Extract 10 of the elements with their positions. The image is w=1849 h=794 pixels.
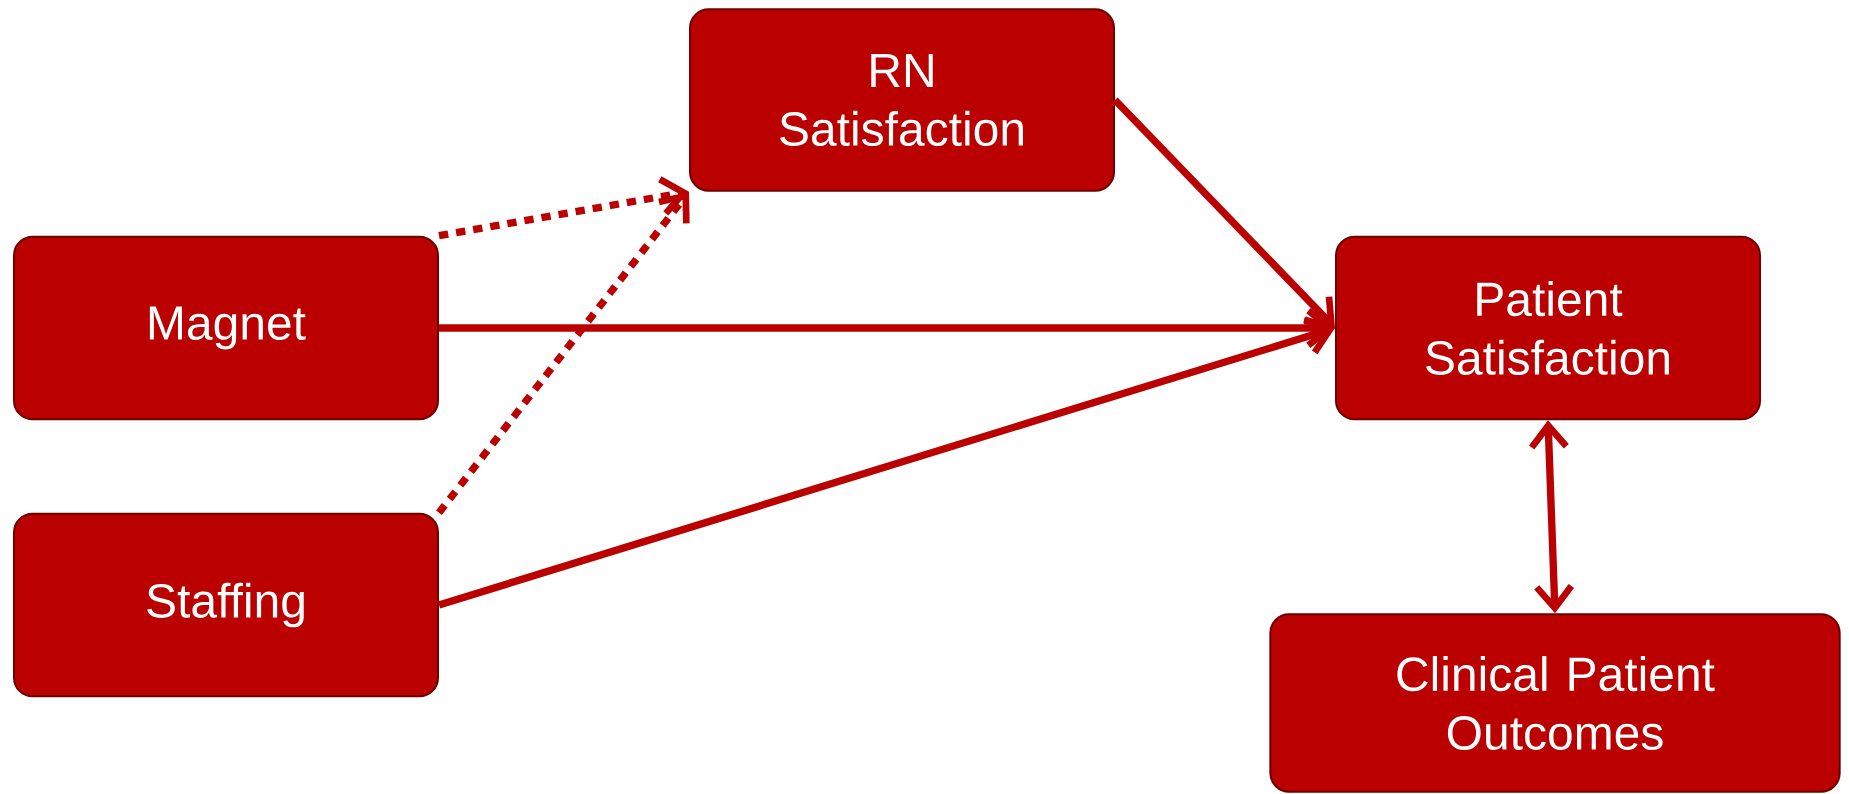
arrow: [1112, 97, 1336, 328]
process-box: Staffing: [13, 512, 439, 698]
arrow: [1529, 420, 1575, 614]
arrow: [438, 176, 689, 240]
process-box: Magnet: [13, 235, 439, 421]
process-box: Patient Satisfaction: [1335, 235, 1761, 421]
arrow: [436, 191, 690, 515]
process-box: RN Satisfaction: [689, 8, 1115, 192]
process-box: Clinical Patient Outcomes: [1269, 613, 1841, 793]
arrow: [437, 316, 1335, 609]
